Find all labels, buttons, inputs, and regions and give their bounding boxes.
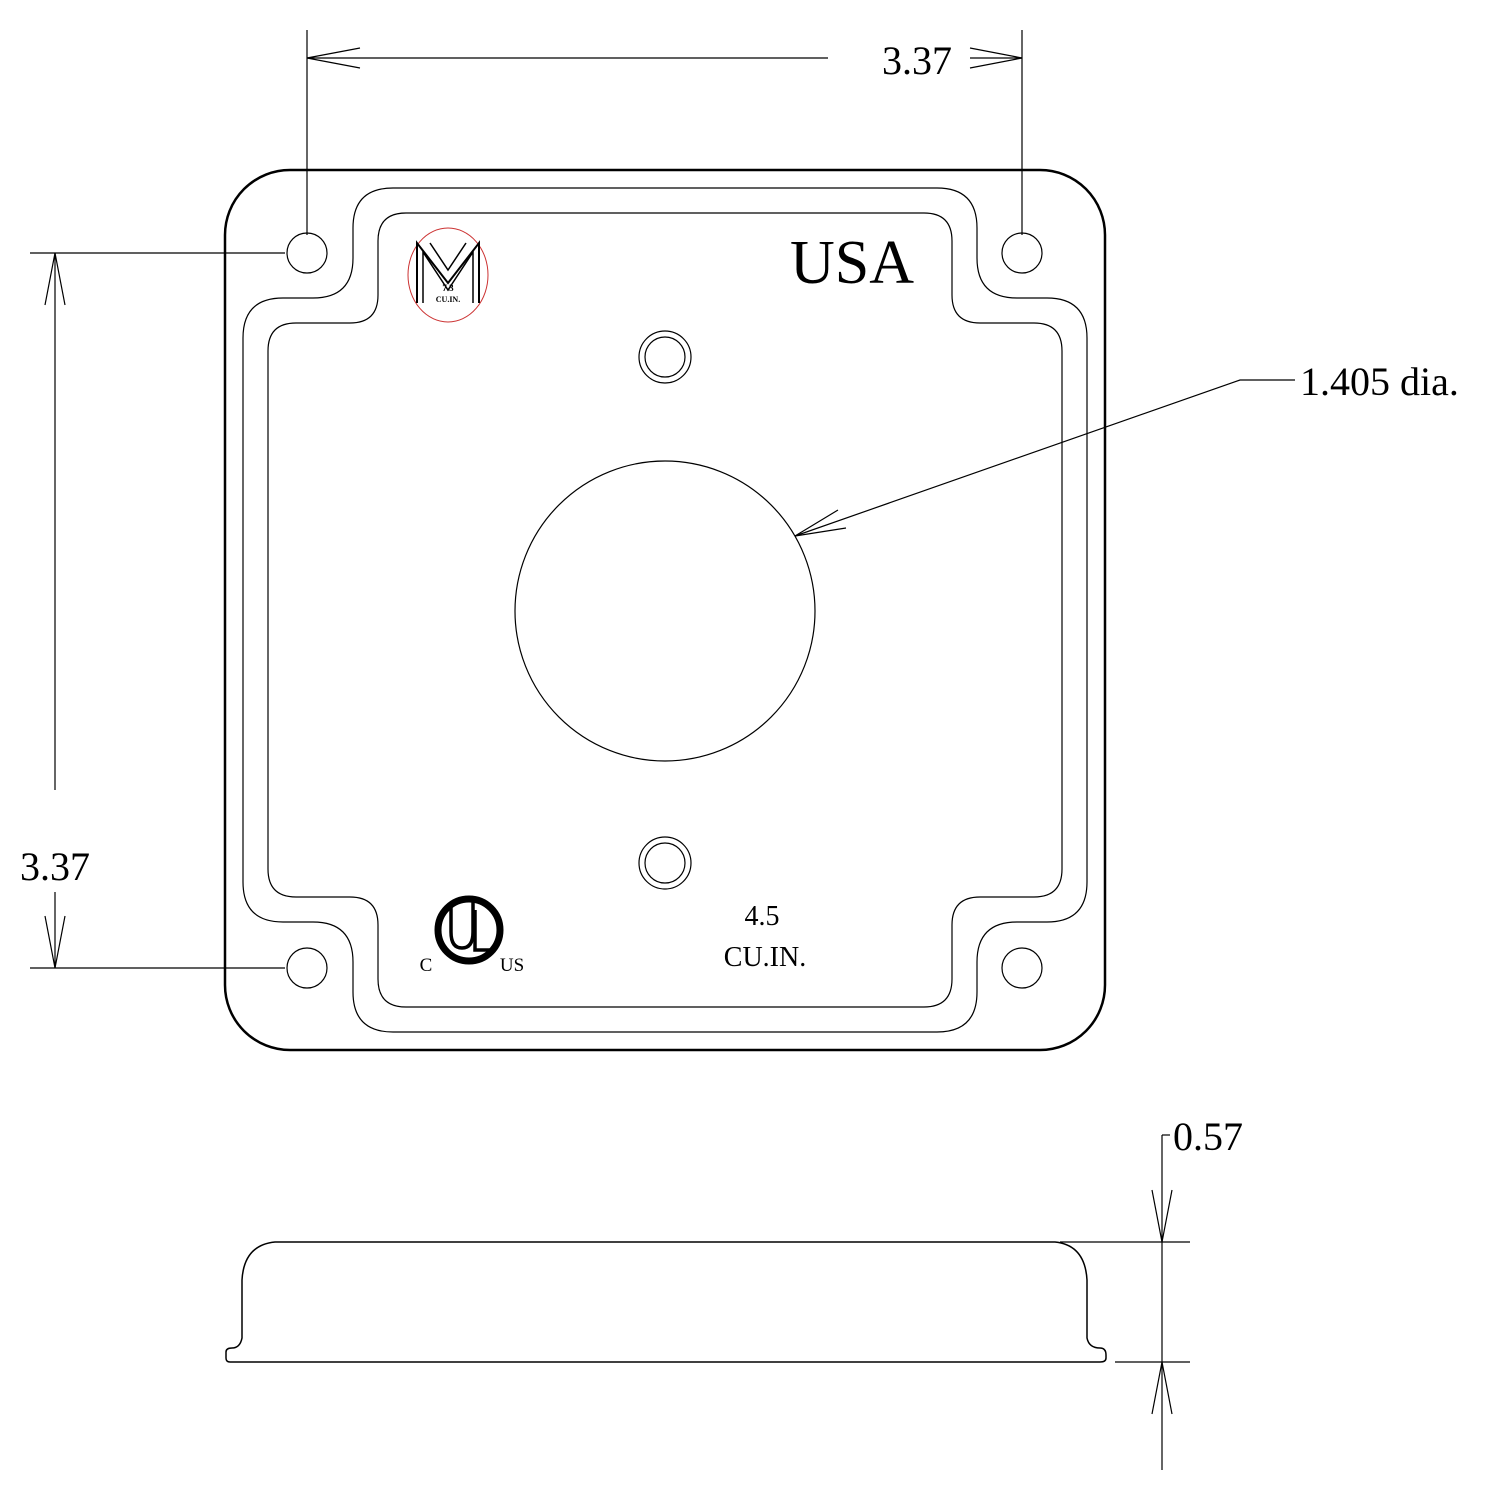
ul-logo: C US bbox=[420, 895, 524, 976]
svg-text:US: US bbox=[500, 955, 524, 976]
svg-text:7.3: 7.3 bbox=[442, 283, 454, 293]
maker-logo: 7.3 CU.IN. bbox=[407, 227, 489, 323]
svg-text:3.37: 3.37 bbox=[882, 38, 952, 83]
height-dimension: 3.37 bbox=[20, 252, 285, 969]
raised-track-inner bbox=[267, 212, 1063, 1008]
receptacle-hole bbox=[514, 460, 816, 762]
svg-text:CU.IN.: CU.IN. bbox=[436, 295, 460, 304]
svg-text:0.57: 0.57 bbox=[1173, 1114, 1243, 1159]
mounting-hole-bottom-left bbox=[286, 947, 328, 989]
mounting-hole-bottom-right bbox=[1001, 947, 1043, 989]
screw-hole-top bbox=[638, 330, 692, 384]
svg-text:C: C bbox=[420, 955, 433, 976]
width-dimension: 3.37 bbox=[306, 30, 1023, 235]
usa-mark: USA bbox=[790, 229, 914, 297]
volume-value: 4.5 bbox=[745, 901, 780, 932]
volume-unit: CU.IN. bbox=[724, 942, 806, 973]
depth-dimension: 0.57 bbox=[1060, 1114, 1243, 1470]
hole-diameter-leader: 1.405 dia. bbox=[794, 359, 1459, 537]
raised-track-outer bbox=[242, 187, 1088, 1033]
mounting-hole-top-right bbox=[1001, 232, 1043, 274]
plate-outline bbox=[223, 168, 1107, 1052]
mounting-hole-top-left bbox=[286, 232, 328, 274]
svg-text:1.405 dia.: 1.405 dia. bbox=[1300, 359, 1459, 404]
side-view-profile bbox=[225, 1241, 1107, 1363]
screw-hole-bottom bbox=[638, 836, 692, 890]
svg-text:3.37: 3.37 bbox=[20, 844, 90, 889]
